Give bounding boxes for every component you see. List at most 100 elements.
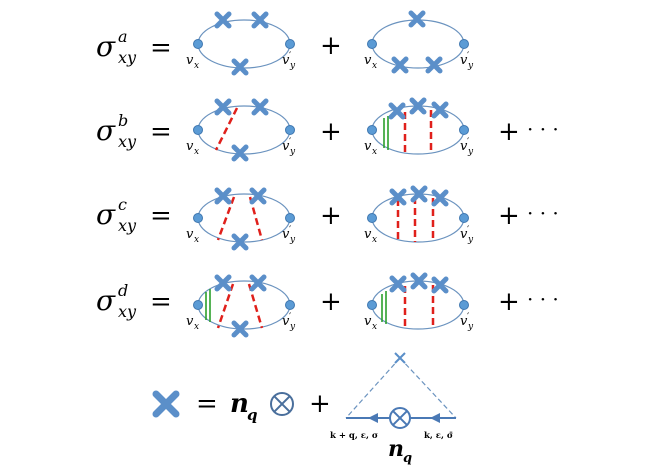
plus-sign: + <box>498 201 520 231</box>
vertex-dot-right <box>459 125 469 135</box>
sigma-d-label: σ d xy = <box>96 281 172 321</box>
sigma-superscript: b <box>118 111 128 130</box>
diagram-a1: v x v ′ y <box>186 14 296 73</box>
vertex-dot-right <box>459 213 469 223</box>
impurity-cross-icon <box>234 61 246 73</box>
vertex-dot-left <box>367 39 377 49</box>
svg-text:y: y <box>289 235 296 245</box>
impurity-cross-icon <box>428 59 440 71</box>
density-subscript: q <box>247 406 258 424</box>
svg-text:v: v <box>186 227 194 242</box>
vertex-label-left: v x <box>364 53 377 71</box>
momentum-label-left: k + q, ε, σ <box>330 431 378 441</box>
vertex-label-right: v ′ y <box>460 312 474 332</box>
plus-sign: + <box>309 389 331 419</box>
equals-sign: = <box>150 33 172 63</box>
sigma-symbol: σ <box>96 198 116 231</box>
density-symbol: n <box>230 389 249 419</box>
svg-text:y: y <box>289 322 296 332</box>
plus-sign: + <box>320 117 342 147</box>
impurity-cross-icon <box>411 13 423 25</box>
impurity-cross-icon <box>156 394 176 414</box>
sigma-symbol: σ <box>96 30 116 63</box>
impurity-cross-icon <box>254 14 266 26</box>
sigma-superscript: c <box>118 195 127 214</box>
svg-text:v: v <box>282 139 290 154</box>
vertex-label-right: v ′ y <box>282 312 296 332</box>
impurity-ladder-dashed <box>247 283 264 329</box>
diagram-c1: v x v ′ y <box>186 190 296 248</box>
vertex-label-left: v x <box>364 227 377 245</box>
diagram-c2: v x v ′ y <box>364 188 474 245</box>
vertex-label-left: v x <box>186 227 199 245</box>
svg-text:y: y <box>289 147 296 157</box>
sigma-superscript: d <box>118 281 128 300</box>
impurity-dashed-line <box>399 357 457 419</box>
svg-text:x: x <box>372 322 377 332</box>
svg-text:v: v <box>364 139 372 154</box>
vertex-dot-right <box>285 39 295 49</box>
impurity-density-term: n q <box>230 389 294 424</box>
sigma-c-label: σ c xy = <box>96 195 172 235</box>
svg-text:v: v <box>282 53 290 68</box>
vertex-dot-left <box>193 39 203 49</box>
arrow-left-icon <box>430 413 440 423</box>
plus-sign: + <box>498 117 520 147</box>
ellipsis: · · · <box>527 117 559 141</box>
plus-sign: + <box>498 287 520 317</box>
diagram-a2: v x v ′ y <box>364 13 474 71</box>
diagram-d2: v x v ′ y <box>364 275 474 332</box>
equals-sign: = <box>150 117 172 147</box>
svg-text:v: v <box>282 314 290 329</box>
impurity-cross-icon <box>234 147 246 159</box>
vertex-dot-right <box>285 300 295 310</box>
svg-text:v: v <box>460 314 468 329</box>
svg-text:x: x <box>194 147 199 157</box>
sigma-symbol: σ <box>96 284 116 317</box>
svg-text:x: x <box>194 322 199 332</box>
equals-sign: = <box>150 287 172 317</box>
row-c: σ c xy = v x v ′ y + <box>96 188 559 248</box>
svg-text:′: ′ <box>289 225 292 236</box>
sigma-superscript: a <box>118 27 128 46</box>
electron-loop <box>371 193 465 243</box>
electron-loop <box>371 19 465 69</box>
svg-text:v: v <box>460 139 468 154</box>
vertex-label-right: v ′ y <box>460 51 474 71</box>
density-symbol: n <box>388 436 404 462</box>
vertex-label-left: v x <box>186 53 199 71</box>
svg-text:y: y <box>467 235 474 245</box>
momentum-label-right: k, ε, σ̄ <box>424 431 453 441</box>
vertex-label-left: v x <box>364 314 377 332</box>
vertex-label-right: v ′ y <box>282 225 296 245</box>
sigma-b-label: σ b xy = <box>96 111 172 151</box>
svg-text:′: ′ <box>289 312 292 323</box>
svg-text:v: v <box>460 53 468 68</box>
diagram-d1: v x v ′ y <box>186 277 296 335</box>
svg-text:′: ′ <box>289 51 292 62</box>
row-a: σ a xy = v x v ′ y + <box>96 13 474 73</box>
vertex-label-left: v x <box>186 139 199 157</box>
vertex-dot-right <box>285 213 295 223</box>
otimes-icon <box>389 407 411 429</box>
vertex-dot-left <box>367 213 377 223</box>
sigma-subscript: xy <box>118 132 137 151</box>
impurity-cross-icon <box>391 105 403 117</box>
sigma-subscript: xy <box>118 48 137 67</box>
self-energy-triangle-diagram: k + q, ε, σ k, ε, σ̄ n q <box>330 352 457 466</box>
sigma-symbol: σ <box>96 114 116 147</box>
ellipsis: · · · <box>527 201 559 225</box>
svg-text:v: v <box>186 53 194 68</box>
svg-text:v: v <box>364 53 372 68</box>
svg-text:′: ′ <box>467 225 470 236</box>
vertex-dot-right <box>285 125 295 135</box>
equals-sign: = <box>196 389 218 419</box>
density-subscript: q <box>403 451 412 466</box>
svg-text:y: y <box>289 61 296 71</box>
svg-text:v: v <box>364 314 372 329</box>
otimes-icon <box>270 392 294 416</box>
svg-text:v: v <box>186 314 194 329</box>
row-d: σ d xy = v x v ′ y + <box>96 275 559 335</box>
impurity-ladder-dashed <box>248 196 264 241</box>
svg-text:′: ′ <box>467 312 470 323</box>
